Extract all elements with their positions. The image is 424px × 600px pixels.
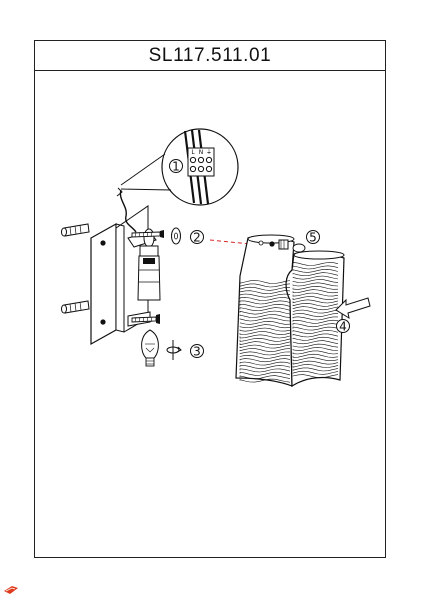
shade-wave-line (292, 296, 339, 300)
shade-wave-line (239, 348, 291, 352)
shade-wave-line (239, 293, 291, 298)
step-4-number: 4 (339, 320, 347, 334)
shade-wave-line (239, 307, 291, 312)
shade-wave-line (292, 292, 339, 297)
shade-wave-line (292, 319, 339, 324)
screw-icon (131, 230, 164, 238)
shade-wave-line (239, 320, 291, 325)
step-4-callout (336, 319, 350, 333)
shade-wave-line (239, 300, 291, 305)
shade-wave-line (292, 272, 339, 277)
shade-wave-line (239, 331, 291, 335)
step-5-number: 5 (309, 231, 317, 245)
shade-wave-line (292, 309, 339, 314)
shade-wave-line (239, 371, 291, 376)
rotate-arrow-icon (166, 340, 182, 360)
shade-wave-line (239, 334, 291, 339)
terminal-label-n: N (199, 149, 204, 156)
shade-wave-line (292, 360, 339, 365)
shade-wave-line (292, 323, 339, 328)
step-2-number: 2 (193, 231, 201, 245)
brand-logo-icon (4, 586, 18, 594)
shade-wave-line (292, 370, 339, 375)
washer-icon (171, 227, 181, 245)
mounting-bracket (90, 187, 161, 346)
step-2-callout (190, 230, 204, 244)
title-bar: SL117.511.01 (35, 41, 385, 71)
shade-wave-line (292, 268, 339, 273)
shade-wave-line (292, 316, 338, 321)
shade-wave-line (239, 358, 291, 363)
shade-wave-line (292, 282, 339, 287)
arrow-left-icon (335, 297, 371, 320)
shade-wave-line (239, 365, 291, 369)
shade-wave-line (292, 289, 339, 294)
shade-wave-line (292, 313, 339, 317)
shade-wave-line (292, 302, 339, 307)
step-3-callout (190, 344, 204, 358)
shade-wave-line (239, 283, 291, 288)
shade-wave-line (239, 368, 291, 373)
shade-wave-line (239, 290, 291, 295)
step-1-number: 1 (172, 160, 180, 174)
step-5-callout (306, 230, 320, 244)
shade-wave-line (239, 297, 291, 301)
shade-wave-line (292, 265, 339, 270)
shade-wave-line (239, 361, 291, 366)
screw-icon (131, 314, 160, 324)
shade-wave-line (292, 374, 339, 378)
shade-wave-line (239, 378, 291, 383)
step-1-callout (169, 159, 183, 173)
model-number-title: SL117.511.01 (148, 44, 272, 66)
shade-wave-line (239, 317, 291, 322)
shade-wave-line (239, 324, 291, 329)
shade-wave-line (292, 336, 339, 341)
shade-wave-line (239, 310, 291, 315)
shade-wave-line (292, 343, 339, 348)
shade-wave-line (292, 350, 339, 355)
shade-wave-line (292, 299, 339, 304)
shade-wave-line (239, 337, 291, 342)
shade-wave-line (292, 364, 339, 368)
shade-wave-line (292, 357, 339, 362)
shade-wave-line (292, 285, 339, 290)
shade-wave-line (292, 279, 339, 283)
shade-wave-line (292, 306, 339, 311)
shade-wave-line (292, 340, 339, 345)
shade-wave-line (292, 347, 339, 351)
shade-wave-line (239, 341, 291, 346)
shade-wave-line (239, 344, 291, 349)
wall-plug-icon (61, 300, 90, 314)
shade-wave-line (239, 280, 291, 284)
shade-wave-texture (239, 262, 339, 383)
shade-wave-line (292, 275, 339, 280)
terminal-magnifier-detail: L N ⏚ 1 (120, 128, 239, 206)
shade-wave-line (239, 314, 291, 318)
shade-wave-line (239, 351, 291, 356)
wall-plug-icon (61, 223, 90, 237)
shade-wave-line (239, 354, 291, 359)
shade-wave-line (239, 286, 291, 291)
shade-wave-line (239, 327, 291, 332)
terminal-label-earth: ⏚ (206, 149, 212, 156)
shade-wave-line (292, 326, 339, 331)
terminal-label-l: L (191, 149, 195, 156)
step-3-number: 3 (193, 345, 201, 359)
light-bulb-icon (141, 329, 159, 367)
shade-wave-line (239, 303, 291, 308)
alignment-dashed-line (209, 239, 251, 245)
shade-wave-line (292, 262, 339, 266)
shade-wave-line (239, 375, 291, 380)
shade-wave-line (292, 333, 339, 338)
shade-wave-line (292, 353, 339, 358)
shade-wave-line (292, 330, 339, 334)
finial-nut-icon (258, 239, 306, 253)
shade-wave-line (292, 367, 339, 372)
sheet-frame: SL117.511.01 (34, 40, 386, 558)
